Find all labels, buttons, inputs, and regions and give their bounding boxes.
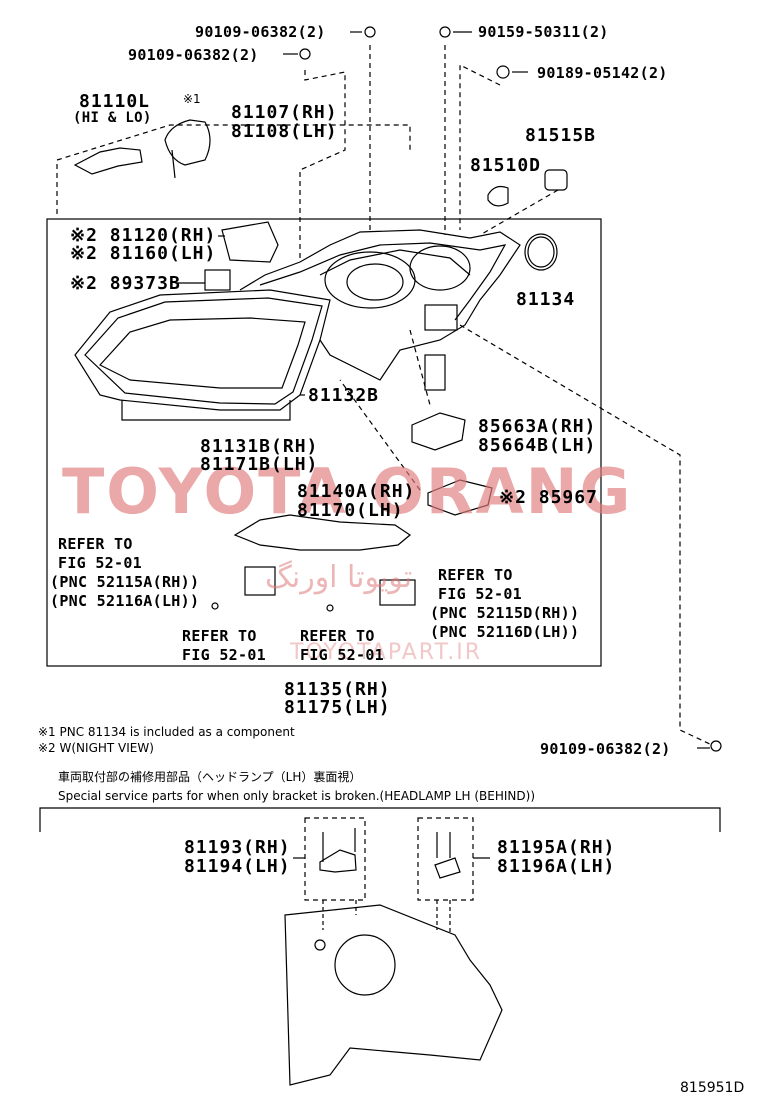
bulb-dashed-box [56, 124, 411, 214]
cover-81120 [221, 221, 279, 263]
label-p17b: 81175(LH) [284, 697, 391, 718]
label-p13b: 85664B(LH) [478, 435, 597, 456]
ref3-b: FIG 52-01 [182, 646, 266, 664]
module-85663A [411, 412, 466, 451]
ref1-b: FIG 52-01 [58, 554, 142, 572]
label-p15a: 81140A(RH) [297, 481, 416, 502]
label-p6b: 81108(LH) [231, 121, 338, 142]
bulb-81510D [487, 185, 509, 207]
ref2-b: FIG 52-01 [438, 585, 522, 603]
ref4-b: FIG 52-01 [300, 646, 384, 664]
socket-81107 [164, 119, 211, 166]
label-p14a: 81131B(RH) [200, 436, 319, 457]
box-81195A [417, 817, 474, 901]
label-p20a: 81195A(RH) [497, 837, 616, 858]
module-85967 [427, 479, 493, 516]
label-p4: 90189-05142(2) [537, 64, 668, 82]
ref1-d: (PNC 52116A(LH)) [50, 592, 200, 610]
housing-outline [239, 229, 521, 381]
lens-outline [74, 289, 331, 411]
label-p14b: 81171B(LH) [200, 454, 319, 475]
ref1-c: (PNC 52115A(RH)) [50, 573, 200, 591]
figure-code: 815951D [680, 1080, 745, 1096]
label-p5b: (HI & LO) [73, 110, 152, 126]
label-p20b: 81196A(LH) [497, 856, 616, 877]
label-p3: 90159-50311(2) [478, 23, 609, 41]
label-p19a: 81193(RH) [184, 837, 291, 858]
bolt-90109-c [710, 740, 722, 752]
section-bracket [39, 807, 721, 832]
note-2: ※2 W(NIGHT VIEW) [38, 741, 154, 755]
label-p11: 81134 [516, 289, 576, 310]
ring-81134 [524, 233, 558, 271]
note-1: ※1 PNC 81134 is included as a component [38, 725, 295, 739]
label-p16: ※2 85967 [499, 487, 598, 508]
label-p19b: 81194(LH) [184, 856, 291, 877]
assembly-frame [46, 218, 602, 667]
ref2-a: REFER TO [438, 566, 513, 584]
ref1-a: REFER TO [58, 535, 133, 553]
watermark-main: TOYOTA ORANG [62, 455, 633, 528]
label-p9a: ※2 81120(RH) [70, 225, 217, 246]
bolt-90159 [439, 26, 451, 38]
label-p17a: 81135(RH) [284, 679, 391, 700]
label-p12: 81132B [308, 385, 380, 406]
ref3-a: REFER TO [182, 627, 257, 645]
part-89373B [204, 269, 231, 291]
label-p6a: 81107(RH) [231, 102, 338, 123]
note-mark1: ※1 [183, 92, 201, 106]
watermark-site: TOYOTAPART.IR [290, 640, 483, 665]
socket-81515B [544, 169, 568, 191]
label-p18: 90109-06382(2) [540, 740, 671, 758]
label-p8: 81510D [470, 155, 542, 176]
clip-right [379, 579, 416, 606]
bolt-90109-b [299, 48, 311, 60]
label-p9b: ※2 81160(LH) [70, 243, 217, 264]
ref4-a: REFER TO [300, 627, 375, 645]
housing-back [284, 904, 503, 1086]
nut-90189 [496, 65, 510, 79]
label-p7: 81515B [525, 125, 597, 146]
label-p10: ※2 89373B [70, 273, 181, 294]
bracket-81140A [233, 514, 412, 551]
box-81193 [304, 817, 366, 901]
label-p5a: 81110L [79, 91, 151, 112]
clip-left [244, 566, 276, 596]
label-p1: 90109-06382(2) [195, 23, 326, 41]
label-p2: 90109-06382(2) [128, 46, 259, 64]
note-4: Special service parts for when only brac… [58, 789, 536, 803]
ref2-c: (PNC 52115D(RH)) [430, 604, 580, 622]
label-p15b: 81170(LH) [297, 500, 404, 521]
ref2-d: (PNC 52116D(LH)) [430, 623, 580, 641]
bolt-90109-a [364, 26, 376, 38]
label-p13a: 85663A(RH) [478, 416, 597, 437]
bulb-81110L [73, 147, 143, 175]
watermark-persian: تویوتا اورنگ [265, 560, 413, 595]
note-3: 車両取付部の補修用部品（ヘッドランプ（LH）裏面視） [58, 770, 362, 784]
